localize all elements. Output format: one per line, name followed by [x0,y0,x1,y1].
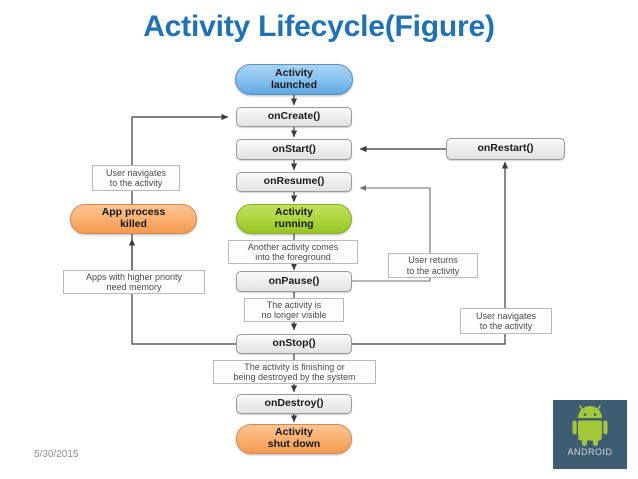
activity-lifecycle-diagram: Activity launched onCreate() onStart() o… [0,55,638,455]
state-activity-shut-down-line1: Activity [275,426,313,439]
note-apps-higher-priority-line2: need memory [106,282,162,292]
callback-oncreate[interactable]: onCreate() [236,107,352,127]
page-title: Activity Lifecycle(Figure) [143,10,495,43]
android-logo: ANDROID [553,400,627,469]
state-activity-launched[interactable]: Activity launched [235,64,353,95]
android-wordmark: ANDROID [567,447,613,457]
state-activity-launched-line1: Activity [275,66,313,79]
callback-onrestart[interactable]: onRestart() [446,138,565,160]
callback-onpause[interactable]: onPause() [236,271,352,292]
note-activity-finishing-line1: The activity is finishing or [244,361,345,372]
callback-onrestart-label: onRestart() [477,142,534,155]
callback-oncreate-label: onCreate() [267,110,321,123]
callback-onresume-label: onResume() [263,175,325,188]
note-no-longer-visible-line2: no longer visible [261,310,327,320]
note-another-activity-line2: into the foreground [255,252,331,262]
callback-onstop-label: onStop() [272,337,316,350]
note-user-navigates-right: User navigates to the activity [460,308,552,334]
note-user-returns-line2: to the activity [406,265,460,276]
android-robot-icon [570,404,610,446]
note-another-activity-foreground: Another activity comes into the foregrou… [228,240,358,264]
callback-ondestroy[interactable]: onDestroy() [236,394,352,414]
note-no-longer-visible: The activity is no longer visible [244,298,344,322]
state-app-process-killed-line1: App process [101,206,166,219]
slide-date: 5/30/2015 [34,449,79,460]
state-activity-shut-down[interactable]: Activity shut down [236,424,352,454]
state-activity-running-line2: running [274,218,314,230]
state-activity-launched-line2: launched [270,78,318,91]
state-app-process-killed[interactable]: App process killed [70,204,197,234]
note-activity-finishing: The activity is finishing or being destr… [213,360,376,384]
note-apps-higher-priority: Apps with higher priority need memory [63,270,205,294]
note-user-returns-line1: User returns [408,255,458,266]
note-user-returns: User returns to the activity [388,253,478,278]
note-user-navigates-right-line1: User navigates [475,310,537,321]
note-user-navigates-left: User navigates to the activity [92,165,180,191]
callback-onpause-label: onPause() [268,274,320,287]
note-no-longer-visible-line1: The activity is [266,299,322,310]
state-activity-running[interactable]: Activity running [236,204,352,234]
callback-onstop[interactable]: onStop() [236,334,352,354]
note-user-navigates-right-line2: to the activity [479,321,533,331]
callback-onstart[interactable]: onStart() [236,139,352,160]
note-activity-finishing-line2: being destroyed by the system [233,372,356,382]
note-another-activity-line1: Another activity comes [247,241,339,252]
callback-ondestroy-label: onDestroy() [264,397,324,410]
note-apps-higher-priority-line1: Apps with higher priority [85,271,183,282]
callback-onstart-label: onStart() [272,142,316,155]
note-user-navigates-left-line1: User navigates [105,167,167,178]
state-activity-shut-down-line2: shut down [267,438,321,450]
callback-onresume[interactable]: onResume() [236,172,352,192]
note-user-navigates-left-line2: to the activity [109,178,163,188]
state-app-process-killed-line2: killed [120,218,147,230]
state-activity-running-line1: Activity [275,206,313,219]
